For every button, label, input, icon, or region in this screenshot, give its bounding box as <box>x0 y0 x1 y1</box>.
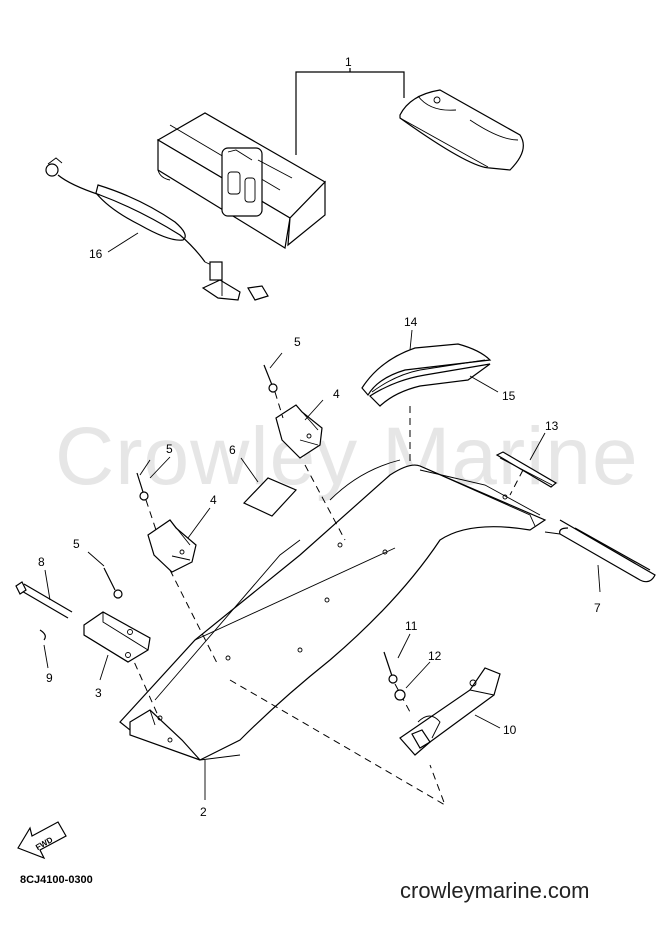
part-5b-label: 5 <box>166 442 173 456</box>
bolt-8-illustration <box>15 581 73 619</box>
part-4b-label: 4 <box>210 493 217 507</box>
part-15-label: 15 <box>502 389 516 403</box>
fwd-arrow-icon: FWD <box>17 821 67 860</box>
leader-lines <box>43 232 601 800</box>
pin-9-illustration <box>39 629 46 641</box>
screw-5-lower-illustration <box>87 551 123 599</box>
tool-bag-illustration <box>156 112 326 249</box>
block-3-illustration <box>83 611 151 663</box>
label-6-illustration <box>242 477 298 517</box>
tether-cord-illustration <box>45 157 269 301</box>
part-13-label: 13 <box>545 419 559 433</box>
part-6-label: 6 <box>229 443 236 457</box>
part-10-label: 10 <box>503 723 517 737</box>
diagram-code: 8CJ4100-0300 <box>20 874 93 886</box>
pouch-illustration <box>399 89 524 171</box>
part-3-label: 3 <box>95 686 102 700</box>
hull-cover-illustration <box>119 459 547 807</box>
watermark-text: Crowley Marine <box>55 411 639 502</box>
part-number-labels: 1 2 3 4 4 5 5 5 6 7 8 9 10 11 12 13 14 1… <box>38 55 601 819</box>
screw-11-illustration <box>383 651 411 713</box>
part-12-label: 12 <box>428 649 442 663</box>
clip-4-lower-illustration <box>147 519 197 573</box>
washer-12-illustration <box>394 689 406 701</box>
part-5c-label: 5 <box>73 537 80 551</box>
bracket-10-illustration <box>399 667 501 756</box>
part-7-label: 7 <box>594 601 601 615</box>
clip-4-upper-illustration <box>275 404 323 459</box>
strip-13-illustration <box>495 451 558 496</box>
part-14-label: 14 <box>404 315 418 329</box>
decal-strips-illustration <box>361 343 492 490</box>
website-url: crowleymarine.com <box>400 878 590 903</box>
part-4a-label: 4 <box>333 387 340 401</box>
part-1-bracket <box>295 71 405 155</box>
part-1-label: 1 <box>345 55 352 69</box>
part-9-label: 9 <box>46 671 53 685</box>
part-5a-label: 5 <box>294 335 301 349</box>
part-8-label: 8 <box>38 555 45 569</box>
part-2-label: 2 <box>200 805 207 819</box>
part-11-label: 11 <box>405 619 418 633</box>
screw-5-upper-illustration <box>263 352 284 419</box>
screw-5-middle-illustration <box>136 459 157 531</box>
part-16-label: 16 <box>89 247 103 261</box>
handle-7-illustration <box>544 519 656 583</box>
